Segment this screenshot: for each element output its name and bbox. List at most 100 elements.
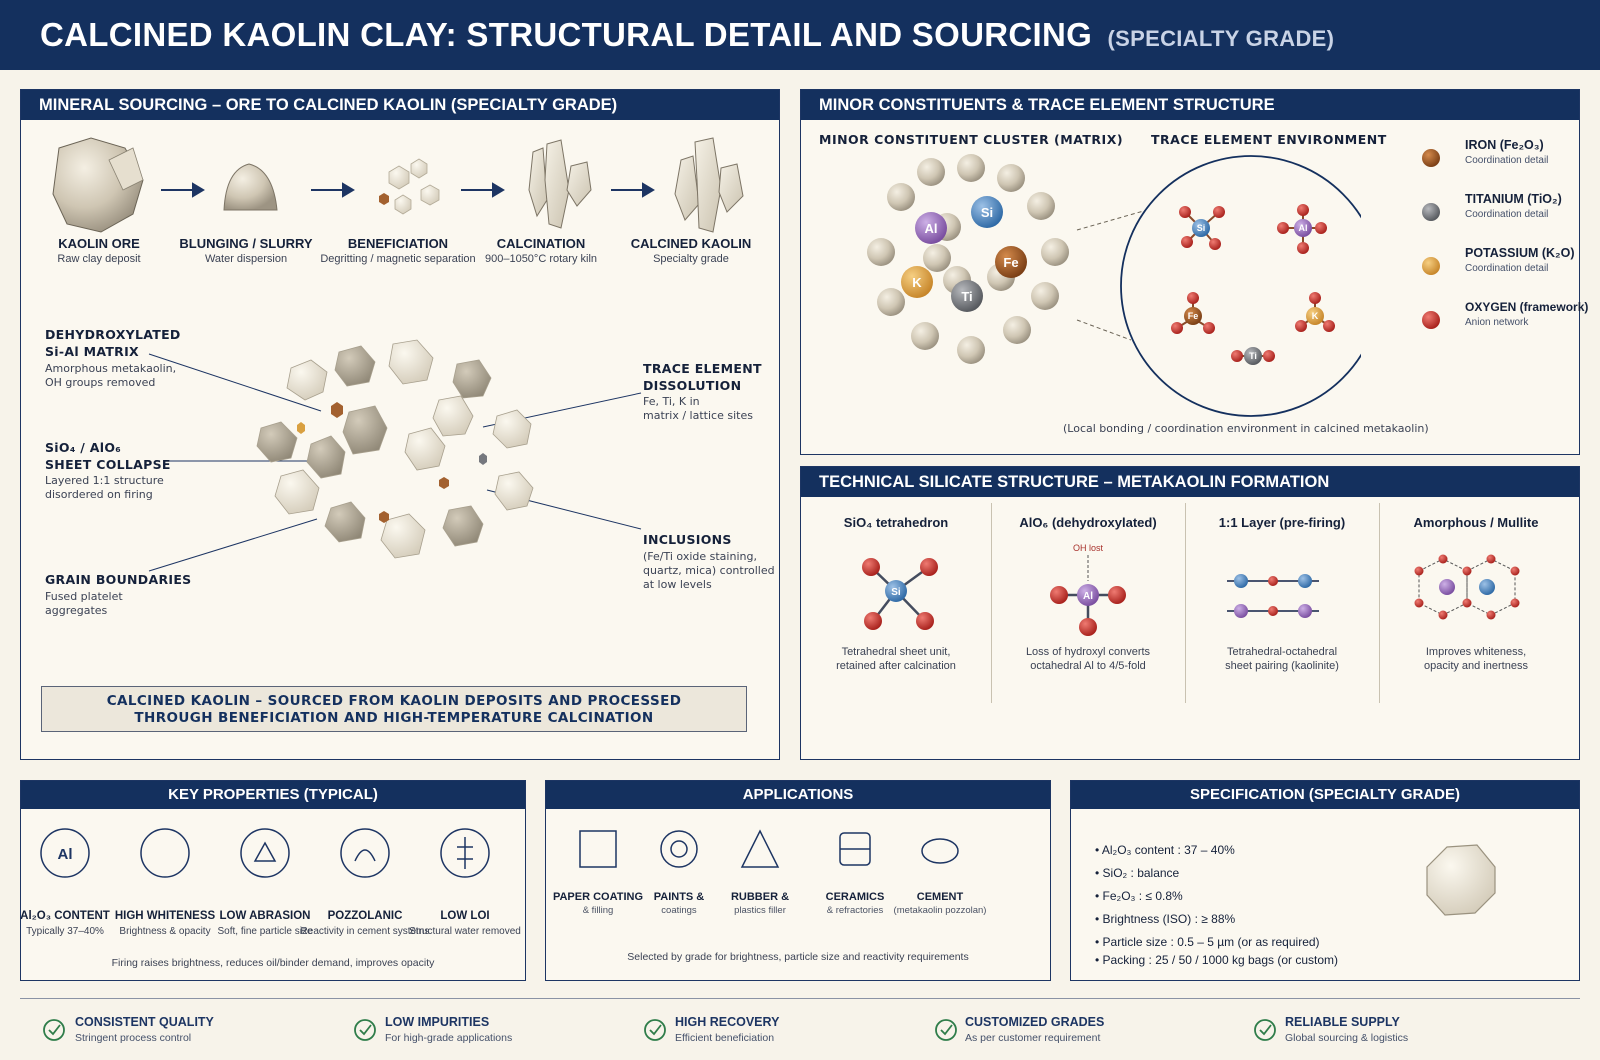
- step-label-beneficiation: BENEFICIATION: [347, 236, 449, 251]
- properties-note: Firing raises brightness, reduces oil/bi…: [111, 957, 435, 969]
- sourcing-panel: MINERAL SOURCING – ORE TO CALCINED KAOLI…: [20, 89, 780, 760]
- footer-sub-quality: Stringent process control: [75, 1032, 192, 1044]
- titanium-particle-icon: [479, 453, 487, 465]
- coord-ti-label: Ti: [1249, 351, 1257, 361]
- properties-panel-title: KEY PROPERTIES (TYPICAL): [21, 781, 525, 809]
- calcined-kaolin-icon: [674, 137, 744, 233]
- beneficiation-icon: [388, 158, 440, 215]
- footer-title-impurities: LOW IMPURITIES: [385, 1015, 490, 1029]
- col-sub-alo6: Loss of hydroxyl converts octahedral Al …: [1025, 646, 1151, 672]
- footer-divider: [20, 998, 1580, 999]
- atom-si-label: Si: [981, 205, 993, 220]
- coord-al-label: Al: [1299, 223, 1308, 233]
- column-divider: [1379, 503, 1380, 703]
- page-title: CALCINED KAOLIN CLAY: STRUCTURAL DETAIL …: [40, 16, 1335, 53]
- prop-title-pozzolanic: POZZOLANIC: [327, 910, 403, 922]
- step-sub-slurry: Water dispersion: [204, 253, 288, 265]
- spec-line: • Fe₂O₃ : ≤ 0.8%: [1095, 889, 1183, 903]
- specification-panel: SPECIFICATION (SPECIALTY GRADE) • Al₂O₃ …: [1070, 780, 1580, 981]
- product-granule-icon: [1426, 844, 1496, 916]
- application-icons: [579, 829, 959, 868]
- app-title-paper: PAPER COATING: [552, 891, 644, 903]
- property-icons: Al: [40, 828, 490, 878]
- step-label-calcination: CALCINATION: [496, 236, 586, 251]
- app-sub-ceramics: & refractories: [826, 905, 884, 916]
- potassium-particle-icon: [297, 422, 305, 434]
- coord-si-label: Si: [1197, 223, 1206, 233]
- sourcing-panel-title: MINERAL SOURCING – ORE TO CALCINED KAOLI…: [21, 90, 779, 120]
- particle-cluster-graphic: [148, 339, 642, 572]
- spec-line: • Brightness (ISO) : ≥ 88%: [1095, 912, 1236, 926]
- prop-title-loi: LOW LOI: [440, 910, 490, 922]
- column-divider: [991, 503, 992, 703]
- sio4-tetrahedron-icon: Si: [862, 558, 938, 630]
- prop-title-whiteness: HIGH WHITENESS: [114, 910, 216, 922]
- legend-title-iron: IRON (Fe₂O₃): [1465, 138, 1544, 152]
- applications-panel-title: APPLICATIONS: [546, 781, 1050, 809]
- prop-sub-whiteness: Brightness & opacity: [119, 926, 211, 937]
- spec-line: • Packing : 25 / 50 / 1000 kg bags (or c…: [1095, 953, 1338, 967]
- footer-title-quality: CONSISTENT QUALITY: [75, 1015, 214, 1029]
- prop-sub-abrasion: Soft, fine particle size: [217, 926, 313, 937]
- prop-title-al2o3: Al₂O₃ CONTENT: [20, 910, 110, 922]
- whiteness-icon: [140, 828, 190, 878]
- paper-coating-icon: [579, 830, 617, 868]
- legend-sub-potassium: Coordination detail: [1465, 263, 1549, 274]
- sourcing-banner: CALCINED KAOLIN – SOURCED FROM KAOLIN DE…: [41, 686, 747, 732]
- footer-title-grades: CUSTOMIZED GRADES: [965, 1015, 1105, 1029]
- col-sub-sio4: Tetrahedral sheet unit, retained after c…: [836, 646, 956, 672]
- spec-line: • Al₂O₃ content : 37 – 40%: [1095, 843, 1235, 857]
- app-sub-rubber: plastics filler: [734, 905, 786, 916]
- app-sub-paper: & filling: [582, 905, 614, 916]
- footer-sub-recovery: Efficient beneficiation: [675, 1032, 775, 1044]
- spec-line: • SiO₂ : balance: [1095, 866, 1180, 880]
- col-sub-layer: Tetrahedral-octahedral sheet pairing (ka…: [1225, 646, 1339, 672]
- app-title-ceramics: CERAMICS: [825, 891, 885, 903]
- slurry-icon: [223, 163, 278, 211]
- step-label-ore: KAOLIN ORE: [58, 236, 140, 251]
- callout-sub-matrix: Amorphous metakaolin, OH groups removed: [45, 362, 177, 389]
- key-properties-panel: KEY PROPERTIES (TYPICAL) Al Al₂O₃ CONTEN…: [20, 780, 526, 981]
- check-icon: [644, 1019, 666, 1041]
- app-title-paints: PAINTS &: [653, 891, 705, 903]
- callout-title-trace: TRACE ELEMENT DISSOLUTION: [643, 361, 762, 393]
- spec-line: • Particle size : 0.5 – 5 µm (or as requ…: [1095, 935, 1320, 949]
- col-sub-mullite: Improves whiteness, opacity and inertnes…: [1424, 646, 1528, 672]
- atom-k-label: K: [912, 275, 922, 290]
- step-label-slurry: BLUNGING / SLURRY: [179, 236, 313, 251]
- applications-note: Selected by grade for brightness, partic…: [627, 951, 969, 963]
- callout-title-matrix: DEHYDROXYLATED Si-Al MATRIX: [45, 327, 181, 359]
- alo6-al-label: Al: [1083, 591, 1093, 602]
- legend-title-oxygen: OXYGEN (framework): [1465, 300, 1589, 314]
- atom-ti-label: Ti: [961, 289, 972, 304]
- minor-panel-title: MINOR CONSTITUENTS & TRACE ELEMENT STRUC…: [801, 90, 1579, 120]
- callout-sub-inclusions: (Fe/Ti oxide staining, quartz, mica) con…: [643, 550, 775, 591]
- cluster-title: MINOR CONSTITUENT CLUSTER (MATRIX): [819, 132, 1124, 147]
- callout-sub-grain: Fused platelet aggregates: [45, 590, 123, 617]
- app-sub-cement: (metakaolin pozzolan): [893, 905, 987, 916]
- trace-title: TRACE ELEMENT ENVIRONMENT: [1151, 132, 1387, 147]
- titanium-swatch-icon: [1422, 203, 1440, 221]
- col-title-mullite: Amorphous / Mullite: [1413, 515, 1539, 530]
- trace-atom-icons: Al Si Fe K Ti: [901, 196, 1027, 312]
- mullite-network-icon: [1414, 554, 1520, 620]
- footer-title-supply: RELIABLE SUPPLY: [1285, 1015, 1400, 1029]
- constituent-cluster-graphic: Al Si Fe K Ti Si: [867, 154, 1361, 417]
- specification-panel-title: SPECIFICATION (SPECIALTY GRADE): [1071, 781, 1579, 809]
- layer-pairing-icon: [1227, 574, 1319, 618]
- prop-sub-pozzolanic: Reactivity in cement systems: [300, 926, 430, 937]
- trace-zoom-circle: [1120, 155, 1361, 417]
- step-sub-ore: Raw clay deposit: [57, 253, 141, 265]
- low-abrasion-icon: [240, 828, 290, 878]
- legend-title-potassium: POTASSIUM (K₂O): [1465, 246, 1575, 260]
- iron-particle-icon: [331, 402, 343, 418]
- matrix-bead-icon: [867, 154, 1069, 364]
- trace-caption: (Local bonding / coordination environmen…: [1063, 422, 1429, 435]
- col-title-sio4: SiO₄ tetrahedron: [843, 515, 949, 530]
- oh-lost-label: OH lost: [1073, 543, 1104, 553]
- alo6-dehydroxylated-icon: OH lost Al: [1050, 543, 1126, 636]
- prop-title-abrasion: LOW ABRASION: [219, 910, 311, 922]
- legend-title-titanium: TITANIUM (TiO₂): [1465, 192, 1562, 206]
- atom-fe-label: Fe: [1003, 255, 1018, 270]
- step-sub-beneficiation: Degritting / magnetic separation: [320, 253, 476, 265]
